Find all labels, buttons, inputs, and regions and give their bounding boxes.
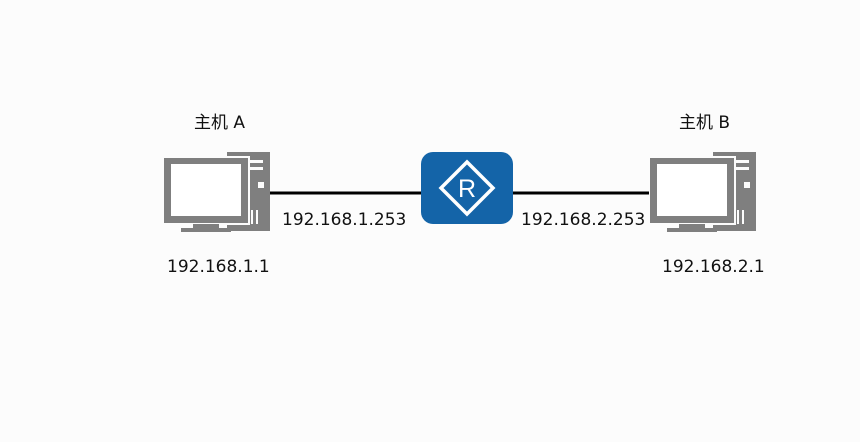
host-b-title: 主机 B <box>679 113 731 133</box>
host-a-ip: 192.168.1.1 <box>167 257 270 277</box>
router-letter: R <box>458 175 476 203</box>
desktop-computer-icon <box>163 152 270 232</box>
host-b-ip: 192.168.2.1 <box>662 257 765 277</box>
router-icon: R <box>421 152 513 224</box>
router-interface-1-ip: 192.168.1.253 <box>282 210 407 230</box>
desktop-computer-icon <box>649 152 756 232</box>
router-interface-2-ip: 192.168.2.253 <box>521 210 646 230</box>
host-a-title: 主机 A <box>194 113 246 133</box>
